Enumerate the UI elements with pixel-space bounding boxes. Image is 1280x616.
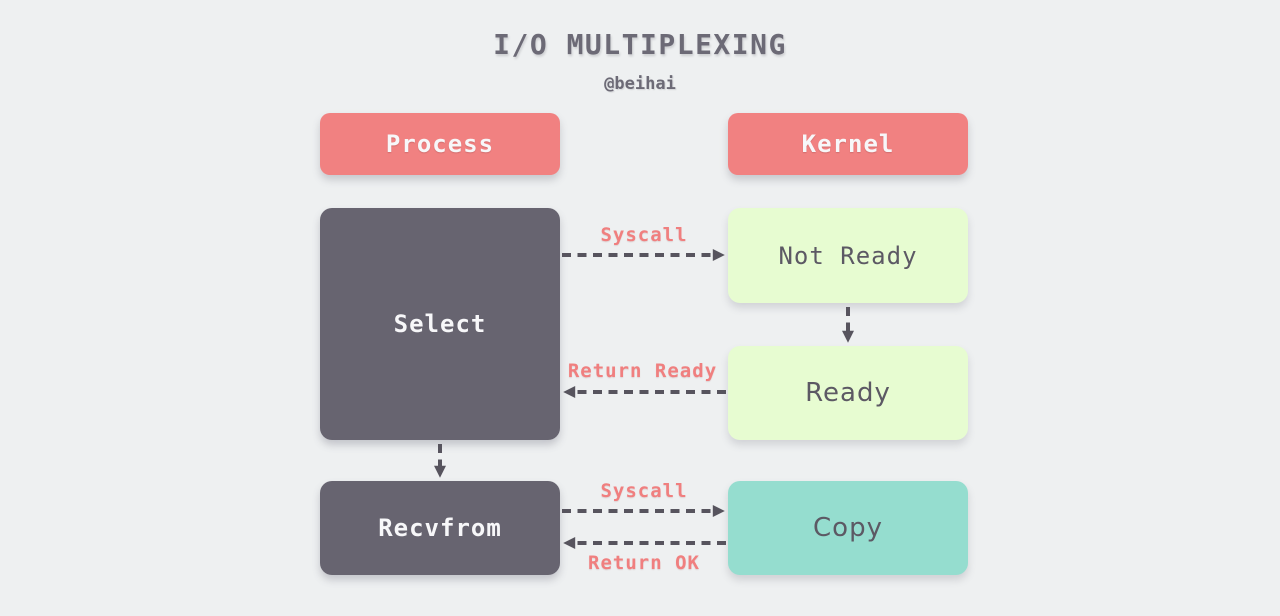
not-ready-node: Not Ready [728,208,968,303]
recvfrom-node: Recvfrom [320,481,560,575]
copy-node: Copy [728,481,968,575]
kernel-header: Kernel [728,113,968,175]
diagram-title: I/O MULTIPLEXING [493,28,787,61]
diagram-author: @beihai [604,74,676,94]
ready-node: Ready [728,346,968,440]
process-header: Process [320,113,560,175]
select-node: Select [320,208,560,440]
return-ready-label: Return Ready [567,360,718,382]
syscall-label-bottom: Syscall [600,480,688,502]
syscall-label-top: Syscall [600,224,688,246]
return-ok-label: Return OK [588,552,700,574]
